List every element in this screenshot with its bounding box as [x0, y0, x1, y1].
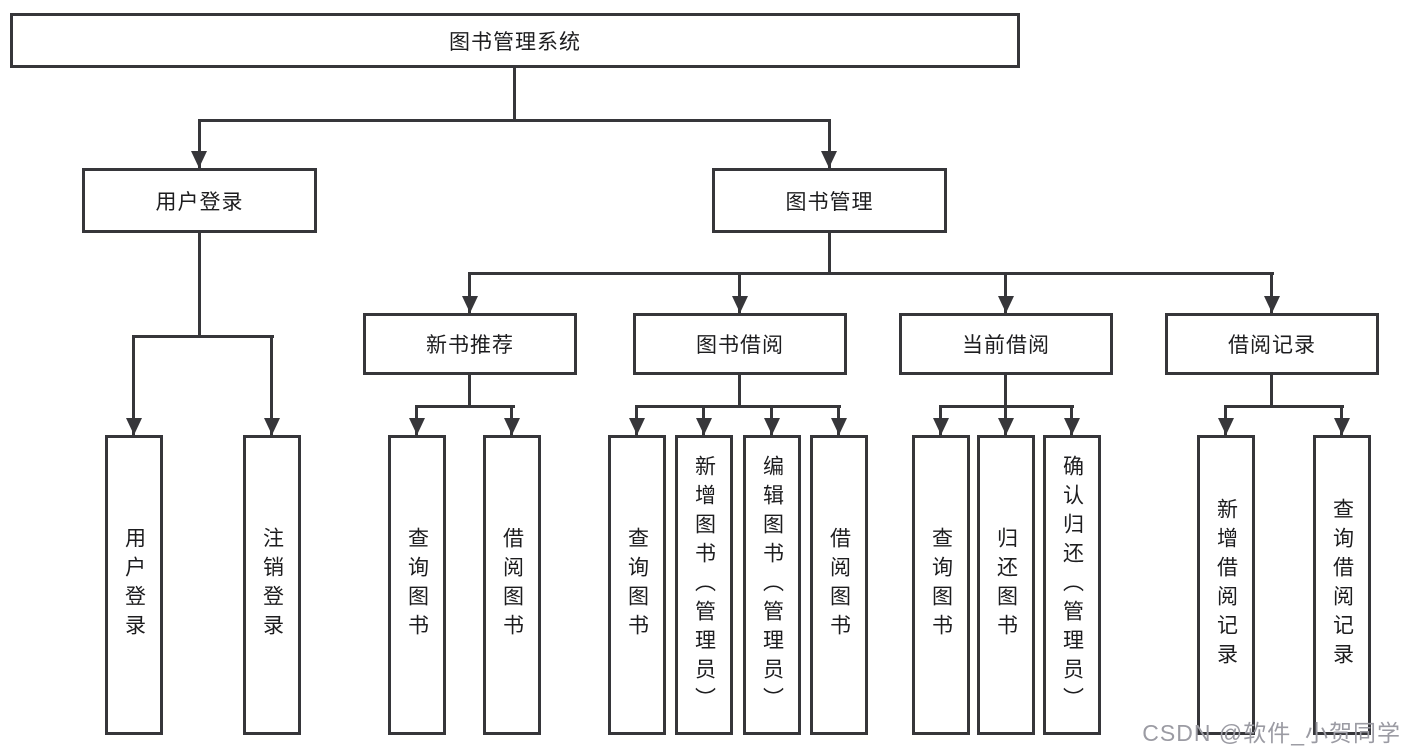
connector-line — [828, 119, 831, 168]
leaf-query-books-borrow: 查询图书 — [608, 435, 666, 735]
leaf-label: 借阅图书 — [827, 527, 851, 643]
connector-line — [1004, 375, 1007, 407]
leaf-label: 用户登录 — [122, 527, 146, 643]
connector-line — [198, 119, 831, 122]
leaf-logout: 注销登录 — [243, 435, 301, 735]
leaf-label: 新增借阅记录 — [1214, 498, 1238, 672]
leaf-confirm-return-admin: 确认归还（管理员） — [1043, 435, 1101, 735]
connector-line — [738, 375, 741, 407]
leaf-query-books-current: 查询图书 — [912, 435, 970, 735]
node-user-login: 用户登录 — [82, 168, 317, 233]
arrow-down-icon — [1264, 296, 1280, 313]
arrow-down-icon — [126, 418, 142, 435]
connector-line — [1270, 272, 1273, 313]
arrow-down-icon — [998, 296, 1014, 313]
arrow-down-icon — [998, 418, 1014, 435]
connector-line — [270, 335, 273, 435]
leaf-label: 注销登录 — [260, 527, 284, 643]
arrow-down-icon — [696, 418, 712, 435]
connector-line — [468, 375, 471, 407]
leaf-label: 确认归还（管理员） — [1060, 454, 1084, 716]
connector-line — [1004, 272, 1007, 313]
leaf-query-borrow-record: 查询借阅记录 — [1313, 435, 1371, 735]
leaf-label: 借阅图书 — [500, 527, 524, 643]
leaf-label: 查询图书 — [625, 527, 649, 643]
connector-line — [1270, 375, 1273, 407]
arrow-down-icon — [1218, 418, 1234, 435]
arrow-down-icon — [1064, 418, 1080, 435]
node-borrowing-records: 借阅记录 — [1165, 313, 1379, 375]
connector-line — [635, 405, 841, 408]
arrow-down-icon — [629, 418, 645, 435]
arrow-down-icon — [409, 418, 425, 435]
node-label: 借阅记录 — [1228, 334, 1316, 357]
node-label: 用户登录 — [155, 190, 244, 214]
arrow-down-icon — [821, 151, 837, 168]
connector-line — [132, 335, 135, 435]
leaf-label: 查询图书 — [929, 527, 953, 643]
arrow-down-icon — [504, 418, 520, 435]
leaf-label: 查询图书 — [405, 527, 429, 643]
arrow-down-icon — [831, 418, 847, 435]
arrow-down-icon — [264, 418, 280, 435]
node-label: 图书借阅 — [696, 334, 784, 357]
connector-line — [738, 272, 741, 313]
node-label: 图书管理 — [785, 190, 874, 214]
arrow-down-icon — [933, 418, 949, 435]
connector-line — [198, 119, 201, 168]
arrow-down-icon — [764, 418, 780, 435]
leaf-label: 新增图书（管理员） — [692, 454, 716, 716]
leaf-label: 查询借阅记录 — [1330, 498, 1354, 672]
leaf-label: 编辑图书（管理员） — [760, 454, 784, 716]
leaf-label: 归还图书 — [994, 527, 1018, 643]
leaf-user-login: 用户登录 — [105, 435, 163, 735]
leaf-add-borrow-record: 新增借阅记录 — [1197, 435, 1255, 735]
node-library-management-system: 图书管理系统 — [10, 13, 1020, 68]
connector-line — [132, 335, 274, 338]
connector-line — [513, 68, 516, 121]
leaf-add-book-admin: 新增图书（管理员） — [675, 435, 733, 735]
connector-line — [468, 272, 1274, 275]
node-current-borrowing: 当前借阅 — [899, 313, 1113, 375]
leaf-return-book: 归还图书 — [977, 435, 1035, 735]
connector-line — [415, 405, 515, 408]
leaf-borrow-books-recommend: 借阅图书 — [483, 435, 541, 735]
leaf-edit-book-admin: 编辑图书（管理员） — [743, 435, 801, 735]
node-book-borrowing: 图书借阅 — [633, 313, 847, 375]
connector-line — [468, 272, 471, 313]
arrow-down-icon — [732, 296, 748, 313]
leaf-query-books-recommend: 查询图书 — [388, 435, 446, 735]
arrow-down-icon — [462, 296, 478, 313]
connector-line — [198, 233, 201, 337]
node-new-book-recommendation: 新书推荐 — [363, 313, 577, 375]
node-label: 图书管理系统 — [449, 30, 581, 54]
node-book-management: 图书管理 — [712, 168, 947, 233]
connector-line — [1224, 405, 1344, 408]
arrow-down-icon — [1334, 418, 1350, 435]
node-label: 当前借阅 — [962, 334, 1050, 357]
leaf-borrow-books: 借阅图书 — [810, 435, 868, 735]
connector-line — [828, 233, 831, 274]
arrow-down-icon — [191, 151, 207, 168]
node-label: 新书推荐 — [426, 334, 514, 357]
csdn-watermark: CSDN @软件_小贺同学 — [1142, 720, 1401, 746]
